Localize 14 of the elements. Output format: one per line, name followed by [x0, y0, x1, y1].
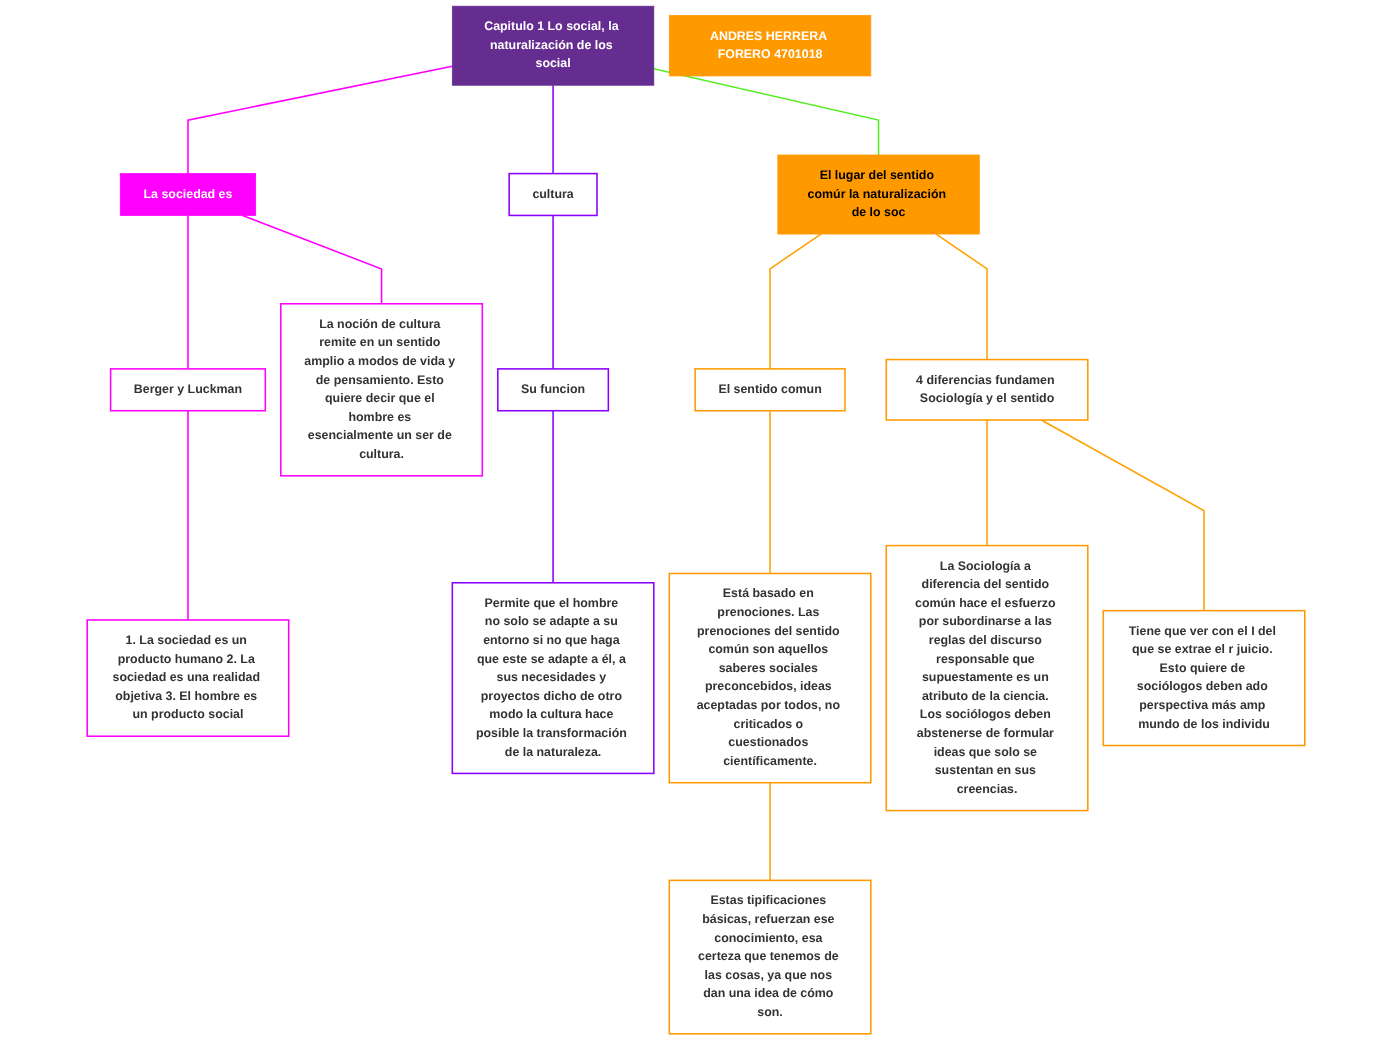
connector [935, 233, 988, 361]
connector [552, 214, 554, 370]
connector [187, 409, 189, 621]
connector [552, 84, 554, 175]
connector [187, 214, 189, 370]
connector [769, 233, 822, 370]
connector [653, 67, 880, 156]
connector [187, 65, 454, 175]
connector [986, 419, 988, 547]
connector [769, 781, 771, 882]
connector [552, 409, 554, 584]
connector [1040, 419, 1205, 612]
connector [241, 214, 383, 305]
connector [769, 409, 771, 575]
